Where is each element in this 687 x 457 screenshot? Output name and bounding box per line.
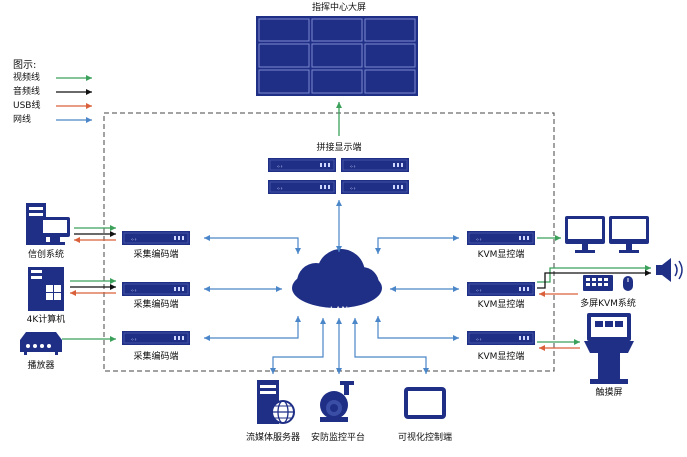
source-label-1: 信创系统	[27, 250, 65, 260]
visual-control-label: 可视化控制端	[397, 433, 453, 443]
streaming-server-icon	[257, 380, 295, 424]
keyboard-icon	[583, 275, 613, 291]
legend-usb-label: USB线	[13, 101, 41, 111]
kvm-device-2	[466, 281, 536, 297]
security-platform-label: 安防监控平台	[310, 433, 366, 443]
source-label-3: 播放器	[27, 361, 55, 371]
kvm-label-2: KVM显控端	[477, 300, 525, 310]
kvm-device-3	[466, 330, 536, 346]
security-camera-icon	[320, 381, 354, 422]
legend-network-label: 网线	[13, 115, 32, 125]
source-label-2: 4K计算机	[26, 315, 66, 325]
encoder-device-2	[121, 281, 191, 297]
mouse-icon	[623, 276, 633, 291]
encoder-label-3: 采集编码端	[133, 352, 179, 362]
speaker-icon	[656, 258, 683, 282]
encoder-label-2: 采集编码端	[133, 300, 179, 310]
encoder-label-1: 采集编码端	[133, 250, 179, 260]
lan-label: LAN	[329, 306, 349, 316]
monitor-icon-right	[609, 216, 649, 253]
touchscreen-label: 触摸屏	[595, 388, 623, 398]
page-title: 指挥中心大屏	[311, 3, 367, 13]
network-links	[204, 200, 459, 374]
encoder-device-3	[121, 330, 191, 346]
encoder-device-1	[121, 230, 191, 246]
streaming-server-label: 流媒体服务器	[245, 433, 301, 443]
touchscreen-icon	[584, 313, 634, 384]
multi-kvm-label: 多屏KVM系统	[580, 299, 636, 309]
legend-video-label: 视频线	[13, 73, 41, 83]
legend-lines	[56, 75, 92, 123]
system-boundary	[103, 112, 555, 372]
kvm-label-1: KVM显控端	[477, 250, 525, 260]
monitor-icon-left	[565, 216, 605, 253]
legend-heading: 图示:	[13, 60, 37, 71]
kvm-label-3: KVM显控端	[477, 352, 525, 362]
kvm-device-1	[466, 230, 536, 246]
player-icon	[20, 332, 62, 355]
legend-audio-label: 音频线	[13, 87, 41, 97]
tablet-icon	[404, 387, 446, 419]
4k-computer-icon	[28, 267, 64, 311]
video-wall	[256, 16, 418, 96]
xinchuang-computer-icon	[26, 203, 70, 245]
lan-cloud	[292, 249, 382, 308]
splice-display-label: 拼接显示端	[316, 143, 362, 153]
splice-display-devices	[267, 157, 410, 195]
